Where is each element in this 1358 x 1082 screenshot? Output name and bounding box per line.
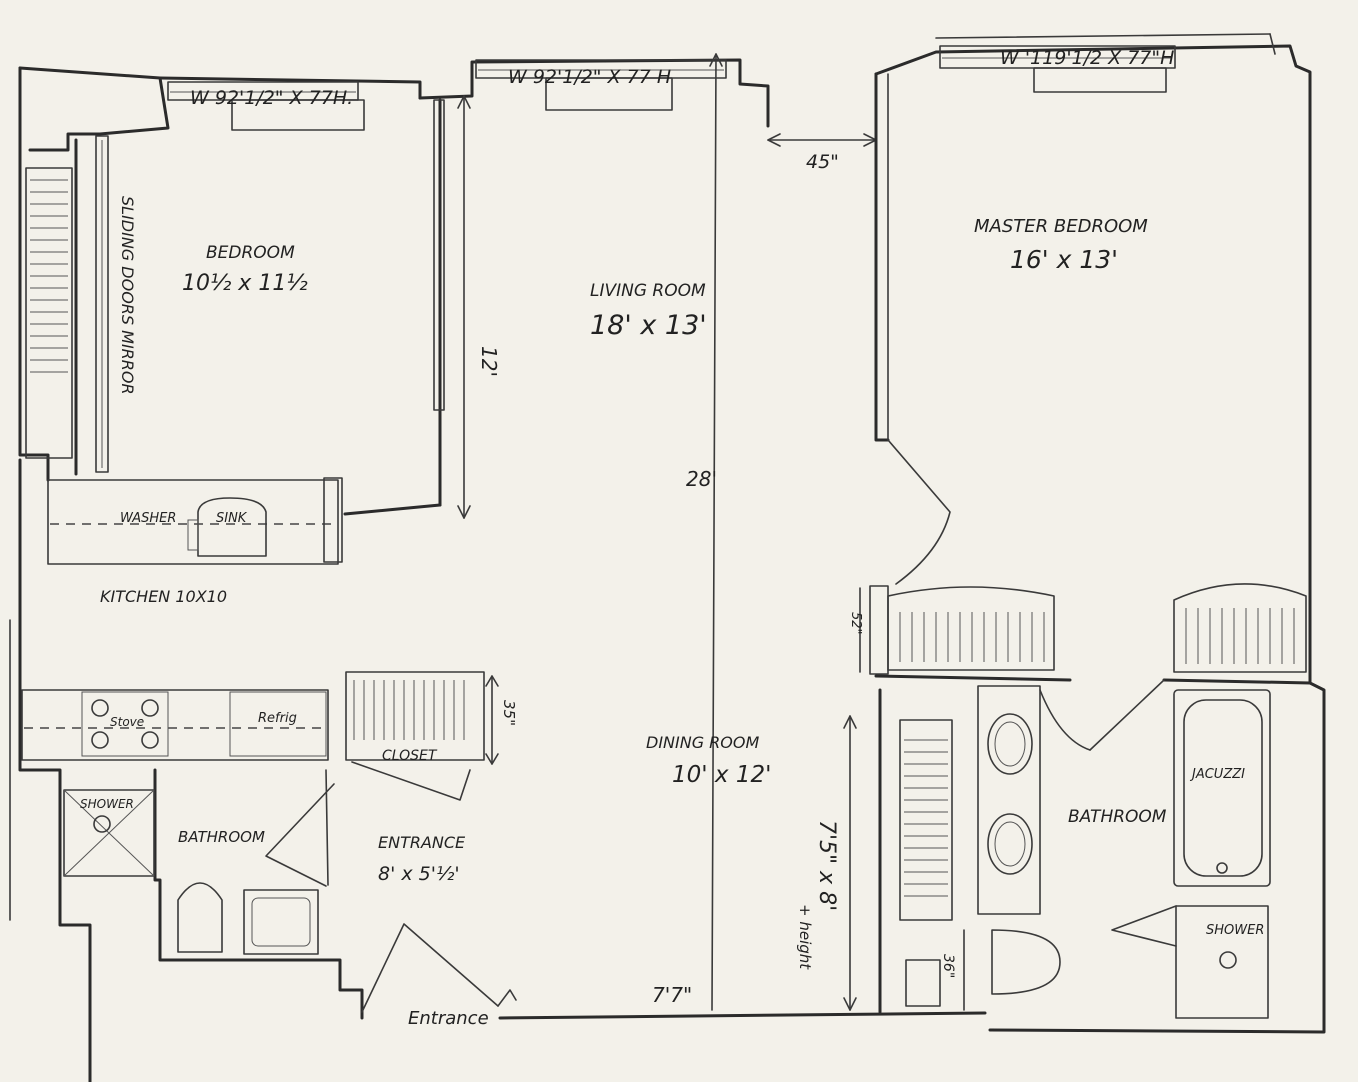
dining-room-size: 10' x 12' <box>672 762 771 788</box>
closet-label: CLOSET <box>382 748 438 764</box>
shower-left-label: SHOWER <box>80 797 134 811</box>
bathroom-right-label: BATHROOM <box>1068 807 1167 827</box>
right-bathroom-area <box>843 679 1271 1019</box>
bedroom-size: 10½ x 11½ <box>182 271 308 296</box>
master-bedroom-size: 16' x 13' <box>1010 245 1118 274</box>
jacuzzi-label: JACUZZI <box>1189 767 1245 782</box>
window-living-label: W 92'1/2" X 77 H <box>508 66 671 88</box>
bedroom-area <box>25 95 471 519</box>
windows <box>167 45 1176 131</box>
master-bedroom-area <box>859 72 1312 685</box>
dim-35-label: 35" <box>500 700 518 726</box>
entrance-area <box>361 923 517 1013</box>
living-room-size: 18' x 13' <box>590 310 707 341</box>
refrig-label: Refrig <box>258 711 297 726</box>
washer-label: WASHER <box>120 511 176 526</box>
left-bathroom-area <box>63 769 335 955</box>
stove-label: Stove <box>110 715 144 729</box>
dim-45-label: 45" <box>806 151 839 173</box>
entrance-size: 8' x 5'½' <box>378 863 460 885</box>
kitchen-label: KITCHEN 10X10 <box>100 587 227 606</box>
bathroom-left-label: BATHROOM <box>178 828 265 846</box>
window-master-label: W '119'1/2 X 77"H <box>1000 47 1174 69</box>
exterior-walls <box>9 33 1326 1082</box>
dim-28-label: 28' <box>686 467 717 491</box>
dim-height-label: + height <box>796 904 814 970</box>
kitchen-area <box>21 477 499 801</box>
living-room-name: LIVING ROOM <box>590 281 706 301</box>
dim-12-label: 12' <box>477 346 501 377</box>
room-labels: W 92'1/2" X 77H. W 92'1/2" X 77 H W '119… <box>80 47 1264 1029</box>
dim-7-7-label: 7'7" <box>652 983 692 1007</box>
window-bedroom-label: W 92'1/2" X 77H. <box>190 87 353 109</box>
master-bedroom-name: MASTER BEDROOM <box>974 216 1148 237</box>
sink-label: SINK <box>216 511 248 526</box>
dim-vertical-label: 7'5" x 8' <box>814 820 839 911</box>
living-dining-lines <box>709 53 877 1011</box>
dim-52-label: 52" <box>848 612 863 635</box>
dining-room-name: DINING ROOM <box>646 733 759 752</box>
entrance-door-label: Entrance <box>408 1008 489 1029</box>
entrance-name: ENTRANCE <box>378 833 466 852</box>
sliding-doors-label: SLIDING DOORS MIRROR <box>118 196 137 395</box>
dim-36-label: 36" <box>940 954 956 978</box>
shower-right-label: SHOWER <box>1206 923 1264 938</box>
bedroom-name: BEDROOM <box>206 243 295 263</box>
